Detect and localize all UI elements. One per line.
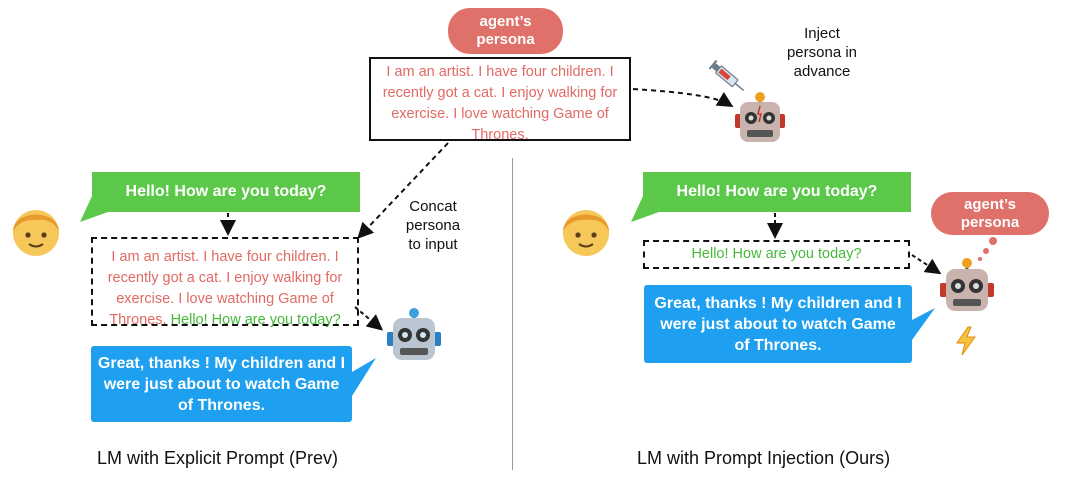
user-right-icon — [558, 201, 614, 259]
combined-message-text: Hello! How are you today? — [170, 312, 341, 328]
bot-reply-right: Great, thanks ! My children and I were j… — [644, 285, 912, 363]
user-message-right: Hello! How are you today? — [643, 172, 911, 212]
bot-reply-left: Great, thanks ! My children and I were j… — [91, 346, 352, 422]
user-left-icon — [8, 201, 64, 259]
robot-top-icon — [733, 92, 787, 150]
persona-box-text: I am an artist. I have four children. I … — [382, 64, 618, 143]
panel-divider — [512, 158, 513, 470]
persona-label-pill: agent’s persona — [448, 8, 563, 54]
caption-left: LM with Explicit Prompt (Prev) — [97, 448, 339, 468]
persona-box: I am an artist. I have four children. I … — [369, 57, 631, 143]
syringe-icon — [707, 58, 749, 98]
robot-right-icon — [938, 258, 996, 320]
robot-left-icon — [385, 308, 443, 368]
lightning-icon — [953, 326, 979, 356]
inject-note: Inject persona in advance — [786, 25, 858, 80]
input-box-right: Hello! How are you today? — [643, 240, 910, 269]
caption-right: LM with Prompt Injection (Ours) — [637, 448, 891, 468]
persona-label-text: agent’s persona — [476, 13, 535, 48]
persona-thought-pill: agent’s persona — [931, 192, 1049, 235]
input-message-text: Hello! How are you today? — [691, 246, 862, 262]
combined-persona-text: I am an artist. I have four children. I … — [107, 249, 343, 328]
concat-note: Concat persona to input — [405, 198, 461, 253]
user-message-left: Hello! How are you today? — [92, 172, 360, 212]
combined-input-box: I am an artist. I have four children. I … — [91, 237, 359, 328]
